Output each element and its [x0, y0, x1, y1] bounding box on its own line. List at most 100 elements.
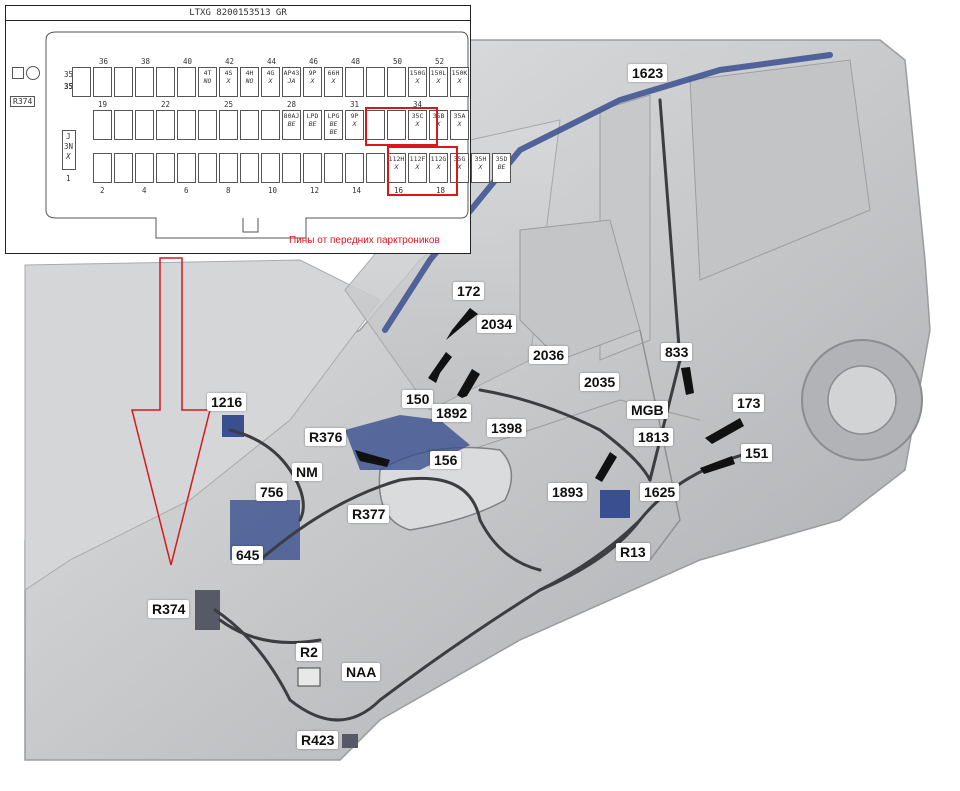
callout-2036: 2036	[529, 346, 569, 364]
callout-1892: 1892	[432, 404, 472, 422]
bottom-row-pin-number: 10	[268, 186, 278, 195]
curtain-airbag	[382, 52, 833, 333]
car-side-window-rear	[689, 59, 871, 281]
middle-row-pin-number: 19	[98, 100, 108, 109]
callout-1623: 1623	[628, 64, 668, 82]
callout-1893: 1893	[548, 483, 588, 501]
row3-pin	[219, 153, 238, 183]
callout-150: 150	[402, 390, 434, 408]
callout-r374: R374	[148, 600, 190, 618]
callout-r377: R377	[348, 505, 390, 523]
arrow-1893	[595, 452, 617, 482]
round-symbol	[26, 66, 40, 80]
arrow-172	[446, 308, 478, 340]
row2-pin	[240, 110, 259, 140]
callout-1216: 1216	[207, 393, 247, 411]
top-row-pin-number: 50	[393, 57, 403, 66]
bottom-row-pin-number: 8	[226, 186, 231, 195]
top-row-pin-number: 36	[99, 57, 109, 66]
inset-title: LTXG 8200153513 GR	[6, 6, 470, 21]
top-row-pin-number: 44	[267, 57, 277, 66]
top-row-pin-number: 42	[225, 57, 235, 66]
top-row-pin-number: 46	[309, 57, 319, 66]
top-row-pin-number: 48	[351, 57, 361, 66]
row3-pin	[156, 153, 175, 183]
row2-pin	[261, 110, 280, 140]
row1-pin	[114, 67, 133, 97]
callout-756: 756	[256, 483, 288, 501]
highlight-box-top	[365, 107, 438, 146]
callout-r376: R376	[305, 428, 347, 446]
seat-frame	[519, 219, 641, 361]
row2-pin	[135, 110, 154, 140]
row3-pin	[177, 153, 196, 183]
left-label-35-bold: 35	[64, 82, 74, 91]
row1-pin	[135, 67, 154, 97]
callout-1813: 1813	[634, 428, 674, 446]
module-r423	[342, 734, 358, 748]
callout-2035: 2035	[580, 373, 620, 391]
row3-pin	[366, 153, 385, 183]
bottom-row-pin-number: 18	[436, 186, 446, 195]
square-symbol	[12, 67, 24, 79]
callout-2034: 2034	[477, 315, 517, 333]
callout-1398: 1398	[487, 419, 527, 437]
middle-row-pin-number: 34	[413, 100, 423, 109]
middle-row-pin-number: 22	[161, 100, 171, 109]
row3-pin	[282, 153, 301, 183]
row3-pin	[324, 153, 343, 183]
row2-pin	[198, 110, 217, 140]
top-row-pin-number: 38	[141, 57, 151, 66]
arrow-150	[428, 352, 452, 383]
arrow-r376	[355, 450, 390, 467]
connector-housing-outline	[45, 31, 469, 239]
direction-arrows	[355, 308, 744, 482]
module-r2	[297, 667, 321, 687]
arrow-173	[705, 418, 744, 444]
bottom-row-pin-number: 4	[142, 186, 147, 195]
callout-156: 156	[430, 451, 462, 469]
middle-row-pin-number: 31	[350, 100, 360, 109]
row1-pin	[156, 67, 175, 97]
left-label-1: 1	[66, 174, 71, 183]
row2-pin	[93, 110, 112, 140]
top-row-pin-number: 40	[183, 57, 193, 66]
row1-pin	[345, 67, 364, 97]
module-1625	[600, 490, 630, 518]
arrow-151	[700, 456, 735, 474]
row2-pin	[114, 110, 133, 140]
connector-pinout-inset: LTXG 8200153513 GR R374 35 35 J 3N X 1 3…	[5, 5, 511, 254]
highlight-box-bottom	[387, 146, 458, 196]
callout-173: 173	[733, 394, 765, 412]
row3-pin	[114, 153, 133, 183]
callout-r423: R423	[297, 731, 339, 749]
row1-pin	[93, 67, 112, 97]
bottom-row-pin-number: 12	[310, 186, 320, 195]
arrow-1892	[457, 369, 480, 398]
callout-645: 645	[232, 546, 264, 564]
bottom-row-pin-number: 14	[352, 186, 362, 195]
row2-pin	[219, 110, 238, 140]
row1-pin	[387, 67, 406, 97]
row1-pin	[177, 67, 196, 97]
